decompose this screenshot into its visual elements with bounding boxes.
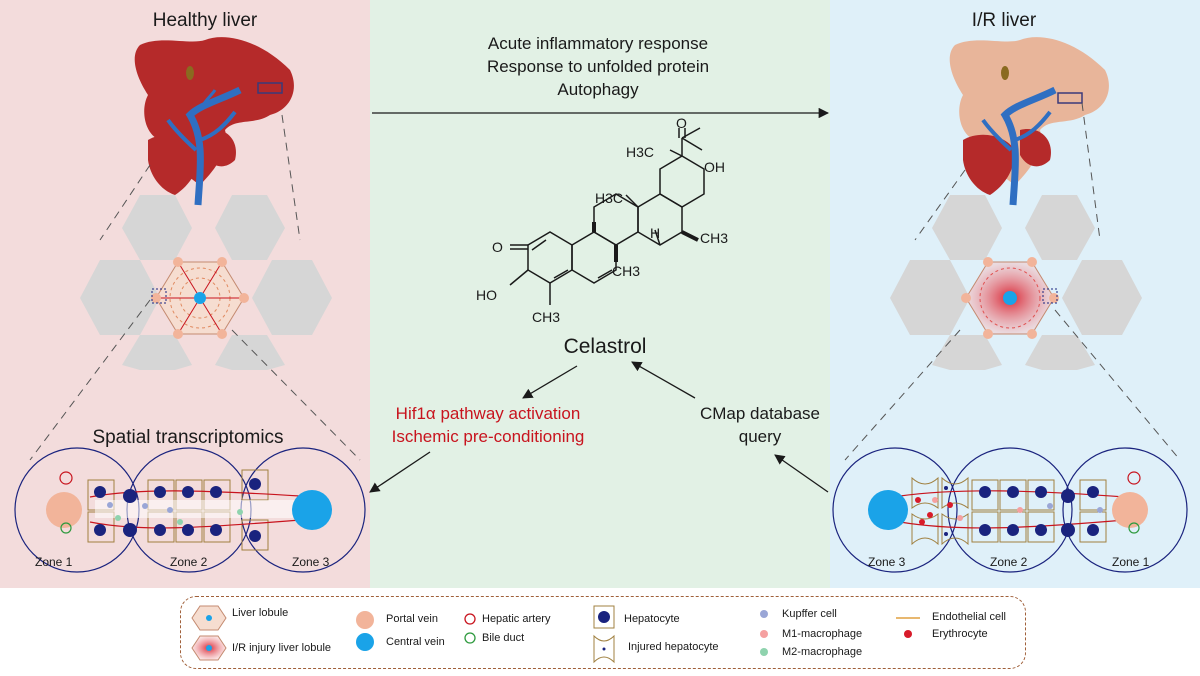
arrow-query-to-celastrol — [631, 361, 696, 399]
healthy-lobule — [151, 257, 249, 339]
legend-hepatic-artery-icon — [464, 613, 476, 625]
celastrol-structure — [509, 127, 705, 305]
legend-injured-hepatocyte-icon — [593, 634, 615, 664]
healthy-lobule-hexagons — [80, 195, 332, 370]
legend-hepatic-artery: Hepatic artery — [482, 613, 551, 625]
legend-m1-icon — [760, 630, 768, 638]
label-ho: HO — [476, 287, 497, 303]
legend-m2: M2-macrophage — [782, 646, 863, 658]
effect-ischemic: Ischemic pre-conditioning — [391, 427, 585, 446]
cmap-query-line1: CMap database — [699, 404, 821, 423]
legend-lobule-icon — [191, 605, 227, 631]
legend-injured-hepatocyte: Injured hepatocyte — [628, 641, 719, 653]
healthy-zones — [14, 447, 366, 573]
ir-liver-title: I/R liver — [971, 10, 1037, 31]
legend-kupffer: Kupffer cell — [782, 608, 837, 620]
arrow-ir-to-query — [774, 454, 829, 493]
label-h3c-mid: H3C — [595, 190, 623, 206]
zone-label-right-3: Zone 3 — [868, 555, 906, 569]
diagram-graphics: H3C OH O H3C H CH3 CH3 O HO CH3 Zone 1 Z… — [14, 37, 1188, 573]
legend-kupffer-icon — [760, 610, 768, 618]
label-o-acid: O — [676, 115, 687, 131]
legend-central-vein: Central vein — [386, 636, 445, 648]
ir-zones — [832, 447, 1188, 573]
zone-label-left-3: Zone 3 — [292, 555, 330, 569]
ir-liver-organ — [949, 37, 1109, 206]
compound-name: Celastrol — [563, 335, 647, 358]
label-ch3-bottom: CH3 — [532, 309, 560, 325]
legend-ir-lobule-icon — [191, 635, 227, 661]
legend-erythrocyte-icon — [904, 630, 912, 638]
zone-label-right-1: Zone 1 — [1112, 555, 1150, 569]
process-inflammatory: Acute inflammatory response — [487, 34, 709, 53]
legend-m1: M1-macrophage — [782, 628, 863, 640]
legend-ir-lobule: I/R injury liver lobule — [232, 642, 332, 654]
cmap-query-line2: query — [738, 427, 782, 446]
healthy-liver-title: Healthy liver — [152, 10, 258, 31]
arrow-celastrol-to-effects — [522, 365, 578, 399]
zone-label-left-2: Zone 2 — [170, 555, 208, 569]
effect-hif1a: Hif1α pathway activation — [395, 404, 581, 423]
legend-hepatocyte-icon — [593, 605, 615, 629]
label-h3c-top: H3C — [626, 144, 654, 160]
legend-portal-vein-icon — [356, 611, 374, 629]
label-ch3-right: CH3 — [700, 230, 728, 246]
center-panel — [370, 0, 830, 588]
zone-label-left-1: Zone 1 — [35, 555, 73, 569]
zone-label-right-2: Zone 2 — [990, 555, 1028, 569]
legend-hepatocyte: Hepatocyte — [624, 613, 680, 625]
legend-bile-duct: Bile duct — [482, 632, 525, 644]
label-o-ketone: O — [492, 239, 503, 255]
process-autophagy: Autophagy — [557, 80, 639, 99]
arrow-effects-to-healthy — [369, 451, 431, 493]
legend-symbols — [191, 605, 920, 664]
label-oh: OH — [704, 159, 725, 175]
legend-m2-icon — [760, 648, 768, 656]
healthy-liver-organ — [134, 37, 294, 206]
legend-liver-lobule: Liver lobule — [232, 607, 289, 619]
legend-central-vein-icon — [356, 633, 374, 651]
spatial-transcriptomics-title: Spatial transcriptomics — [92, 427, 284, 448]
legend — [180, 596, 1026, 669]
process-unfolded-protein: Response to unfolded protein — [486, 57, 710, 76]
celastrol-labels: H3C OH O H3C H CH3 CH3 O HO CH3 — [476, 115, 728, 325]
label-ch3-mid: CH3 — [612, 263, 640, 279]
ir-lobule — [961, 257, 1059, 339]
ir-lobule-hexagons — [890, 195, 1142, 370]
legend-bile-duct-icon — [464, 632, 476, 644]
legend-portal-vein: Portal vein — [386, 613, 438, 625]
label-h: H — [650, 225, 660, 241]
legend-endothelial: Endothelial cell — [932, 611, 1006, 623]
legend-erythrocyte: Erythrocyte — [932, 628, 988, 640]
